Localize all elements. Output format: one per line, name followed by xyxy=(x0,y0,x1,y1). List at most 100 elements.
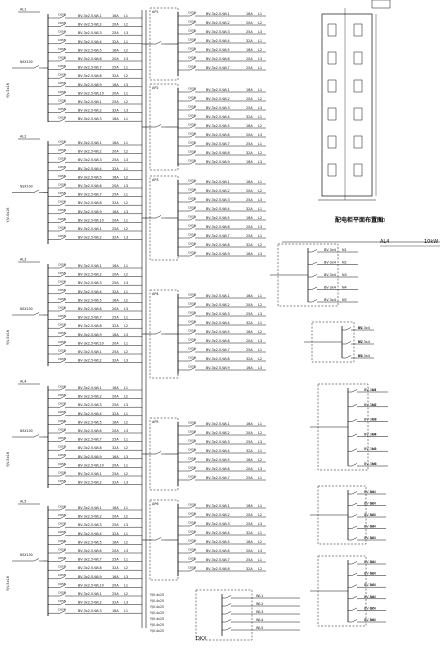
rating-label: 25A xyxy=(246,106,253,110)
breaker-model-label: C65N xyxy=(58,565,66,569)
phase-label: L3 xyxy=(124,109,128,113)
phase-label: L3 xyxy=(124,601,128,605)
bottom-panel-code: DKX xyxy=(196,636,207,642)
cable-spec-label: BV-3x2.5-WL7 xyxy=(206,476,230,480)
rating-label: 20A xyxy=(112,218,119,222)
breaker-contact xyxy=(59,41,66,45)
elevation-scale-label: 1:50 xyxy=(374,218,386,224)
phase-label: L1 xyxy=(258,142,262,146)
legend-cable-label: YJV-4x25 xyxy=(150,611,164,615)
rating-label: 25A xyxy=(112,100,119,104)
cable-spec-label: BV-3x2.5-WL3 xyxy=(206,106,230,110)
breaker-contact xyxy=(59,118,66,122)
breaker-model-label: C65N xyxy=(188,438,196,442)
cable-spec-label: BV-3x2.5-WL4 xyxy=(206,115,230,119)
rating-label: 16A xyxy=(112,117,119,121)
cable-spec-label: BV-3x2.5-WL3 xyxy=(78,523,102,527)
cable-spec-label: BV-3x2.5-WL7 xyxy=(78,438,102,442)
breaker-contact xyxy=(59,601,66,605)
cable-spec-label: BV-3x2.5-WL2 xyxy=(78,236,102,240)
breaker-contact xyxy=(351,619,358,623)
cable-spec-label: BV-3x2.5-WL9 xyxy=(206,366,230,370)
breaker-model-label: C65N xyxy=(58,208,66,212)
aux-circuit-id: N1 xyxy=(342,248,347,252)
breaker-contact xyxy=(351,596,358,600)
aux-circuit-id: N5 xyxy=(370,536,375,540)
phase-label: L1 xyxy=(258,531,262,535)
breaker-model-label: C65N xyxy=(58,280,66,284)
cable-spec-label: BV-3x2.5-WL2 xyxy=(78,23,102,27)
rating-label: 25A xyxy=(246,30,253,34)
rating-label: 20A xyxy=(246,549,253,553)
phase-label: L2 xyxy=(124,324,128,328)
rating-label: 32A xyxy=(246,357,253,361)
breaker-contact xyxy=(189,459,196,463)
phase-label: L3 xyxy=(124,83,128,87)
phase-label: L2 xyxy=(124,23,128,27)
phase-label: L3 xyxy=(258,366,262,370)
phase-label: L3 xyxy=(124,184,128,188)
rating-label: 16A xyxy=(112,48,119,52)
cable-spec-label: BV-3x2.5-WL6 xyxy=(206,57,230,61)
breaker-model-label: C65N xyxy=(58,234,66,238)
cabinet-module xyxy=(327,107,337,121)
breaker-model-label: C65N xyxy=(188,250,196,254)
phase-label: L2 xyxy=(124,515,128,519)
cable-spec-label: BV-3x2.5-WL7 xyxy=(206,234,230,238)
legend-cable-label: YJV-4x25 xyxy=(150,593,164,597)
breaker-model-label: C65N xyxy=(58,357,66,361)
phase-label: L1 xyxy=(124,583,128,587)
phase-label: L3 xyxy=(124,307,128,311)
rating-label: 20A xyxy=(112,184,119,188)
breaker-contact xyxy=(189,58,196,62)
cable-spec-label: BV-3x2.5-WL2 xyxy=(206,97,230,101)
phase-label: L1 xyxy=(124,463,128,467)
breaker-model-label: C65N xyxy=(58,410,66,414)
aux-cable-label: BV-3x4 xyxy=(364,462,376,466)
feeder-vertical-label: YJV-5x16 xyxy=(6,452,10,467)
rating-label: 20A xyxy=(246,189,253,193)
cable-spec-label: BV-3x2.5-WL9 xyxy=(78,333,102,337)
aux-cable-label: BV-3x4 xyxy=(364,513,376,517)
rating-label: 20A xyxy=(246,57,253,61)
rating-label: 32A xyxy=(112,481,119,485)
breaker-contact xyxy=(59,413,66,417)
breaker-contact xyxy=(189,190,196,194)
breaker-contact xyxy=(189,199,196,203)
breaker-contact xyxy=(345,355,352,359)
cable-spec-label: BV-3x2.5-WL5 xyxy=(206,124,230,128)
breaker-contact xyxy=(189,181,196,185)
breaker-model-label: C65N xyxy=(58,262,66,266)
breaker-contact xyxy=(59,291,66,295)
cable-spec-label: BV-3x2.5-WL9 xyxy=(78,455,102,459)
breaker-model-label: C65N xyxy=(58,547,66,551)
breaker-model-label: C65N xyxy=(188,346,196,350)
breaker-model-label: C65N xyxy=(58,165,66,169)
rating-label: 20A xyxy=(112,583,119,587)
breaker-contact xyxy=(59,142,66,146)
cable-spec-label: BV-3x2.5-WL10 xyxy=(78,583,104,587)
breaker-model-label: C65N xyxy=(188,19,196,23)
rating-label: 25A xyxy=(112,31,119,35)
breaker-model-label: C65N xyxy=(188,511,196,515)
breaker-contact xyxy=(155,537,162,541)
breaker-contact xyxy=(59,593,66,597)
phase-label: L1 xyxy=(124,66,128,70)
cable-spec-label: BV-3x2.5-WL4 xyxy=(78,290,102,294)
breaker-model-label: C65N xyxy=(58,348,66,352)
breaker-contact xyxy=(189,532,196,536)
aux-circuit-id: N1 xyxy=(370,490,375,494)
rating-label: 32A xyxy=(112,109,119,113)
rating-label: 16A xyxy=(246,330,253,334)
phase-label: L1 xyxy=(258,348,262,352)
breaker-model-label: C65N xyxy=(58,539,66,543)
breaker-contact xyxy=(189,226,196,230)
rating-label: 20A xyxy=(112,395,119,399)
breaker-model-label: C65N xyxy=(58,174,66,178)
phase-label: L3 xyxy=(124,429,128,433)
breaker-contact xyxy=(189,143,196,147)
rating-label: 16A xyxy=(112,420,119,424)
rating-label: 16A xyxy=(112,455,119,459)
rating-label: 20A xyxy=(246,431,253,435)
cabinet-module xyxy=(327,23,337,37)
